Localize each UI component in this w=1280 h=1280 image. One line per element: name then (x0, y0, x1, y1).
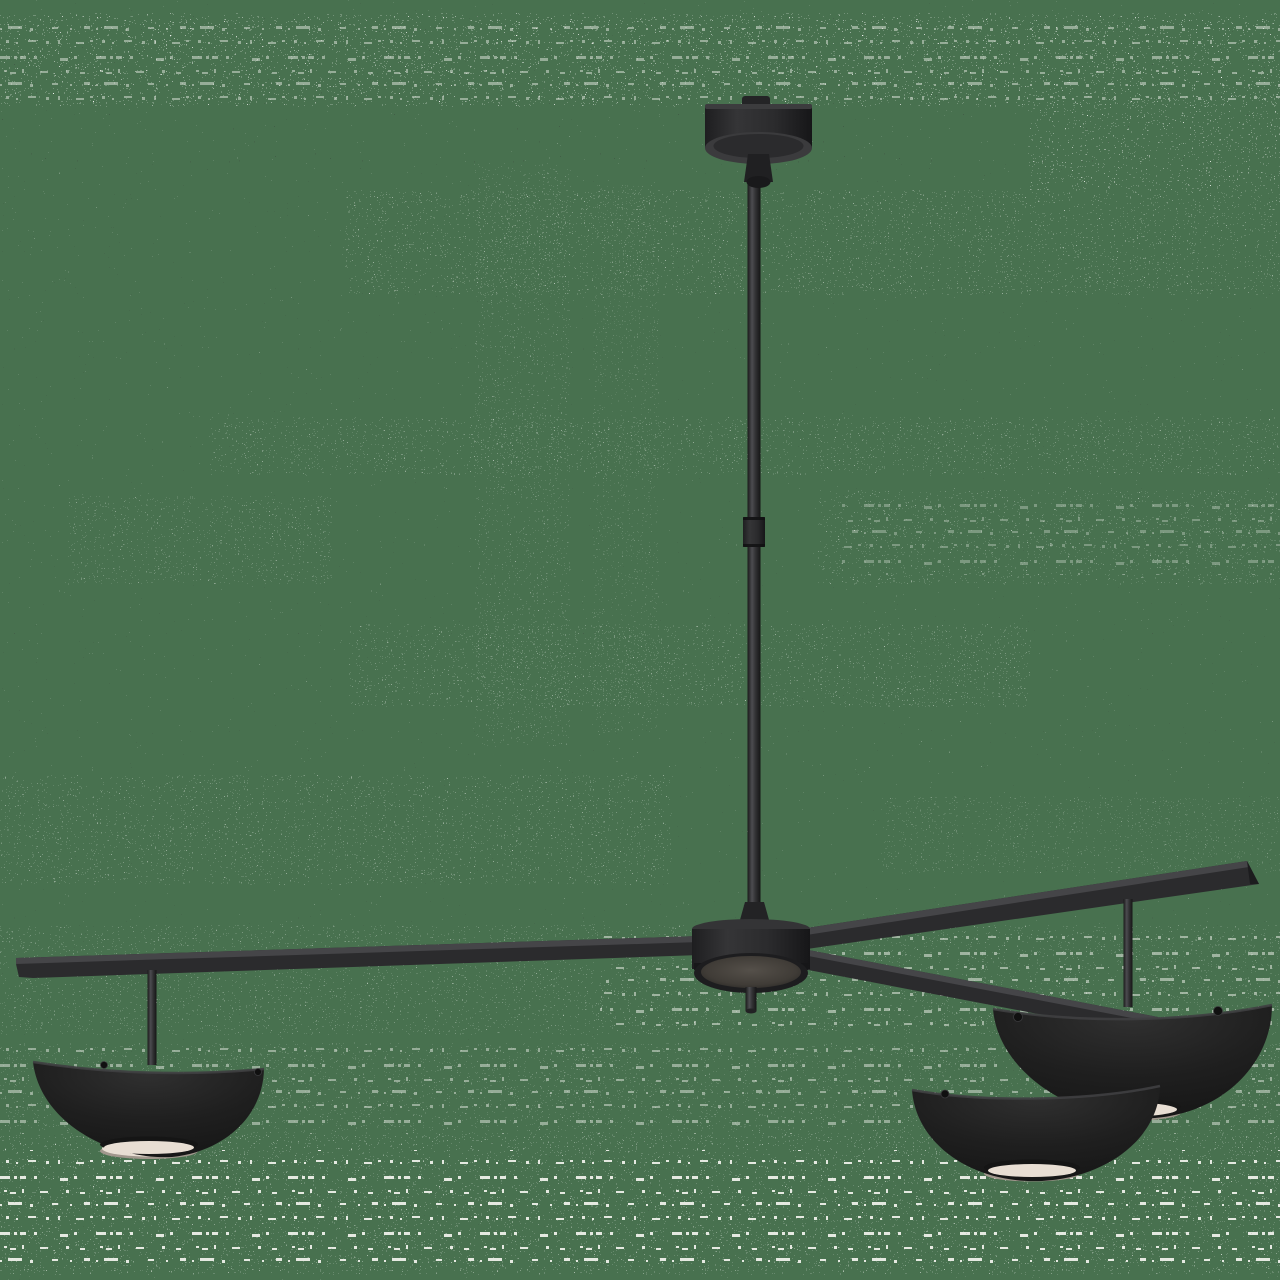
canopy-collar (744, 154, 773, 182)
center-hub (692, 902, 810, 1014)
downrod-shaft (747, 110, 761, 916)
rim-screw (1013, 1012, 1023, 1022)
lower-front-bowl (911, 1084, 1161, 1182)
rim-screw (254, 1068, 262, 1076)
coupler-seam-bottom (743, 544, 765, 547)
upper-right-arm-tip-bevel (1247, 861, 1259, 884)
rim-screw (1213, 1006, 1223, 1016)
upper-right-arm-blade (800, 861, 1259, 950)
upper-right-arm (800, 861, 1259, 1007)
canopy-collar-ball (746, 176, 771, 188)
upper-right-bowl-shade (993, 1005, 1272, 1119)
hub-downlight-lens (701, 956, 801, 988)
canopy-top-edge (705, 104, 812, 109)
left-diffuser-sliver (104, 1141, 194, 1154)
left-arm (16, 936, 700, 1065)
lower-diffuser-sliver (988, 1164, 1076, 1177)
upper-right-bowl-rim-edge (992, 1003, 1273, 1021)
coupler-seam-top (743, 517, 765, 520)
left-bowl-stem (147, 970, 157, 1065)
upper-right-arm-top-surface (800, 861, 1249, 936)
hub-stub-cap (745, 1008, 757, 1014)
left-bowl-shade (33, 1062, 264, 1158)
left-arm-top-surface (16, 936, 700, 964)
right-bowl-stem (1123, 899, 1133, 1007)
left-bowl-rim-edge (32, 1060, 265, 1075)
downrod (743, 110, 765, 916)
rim-screw (100, 1061, 108, 1069)
canopy-underside-shadow (713, 134, 804, 158)
lower-front-bowl-shade (912, 1086, 1160, 1182)
left-bowl (32, 1060, 265, 1159)
rod-coupler (743, 517, 765, 547)
ceiling-canopy (705, 96, 812, 188)
hub-stub (745, 987, 757, 1011)
lower-right-arm-top-surface (798, 948, 1158, 1023)
rim-screw (940, 1089, 950, 1099)
